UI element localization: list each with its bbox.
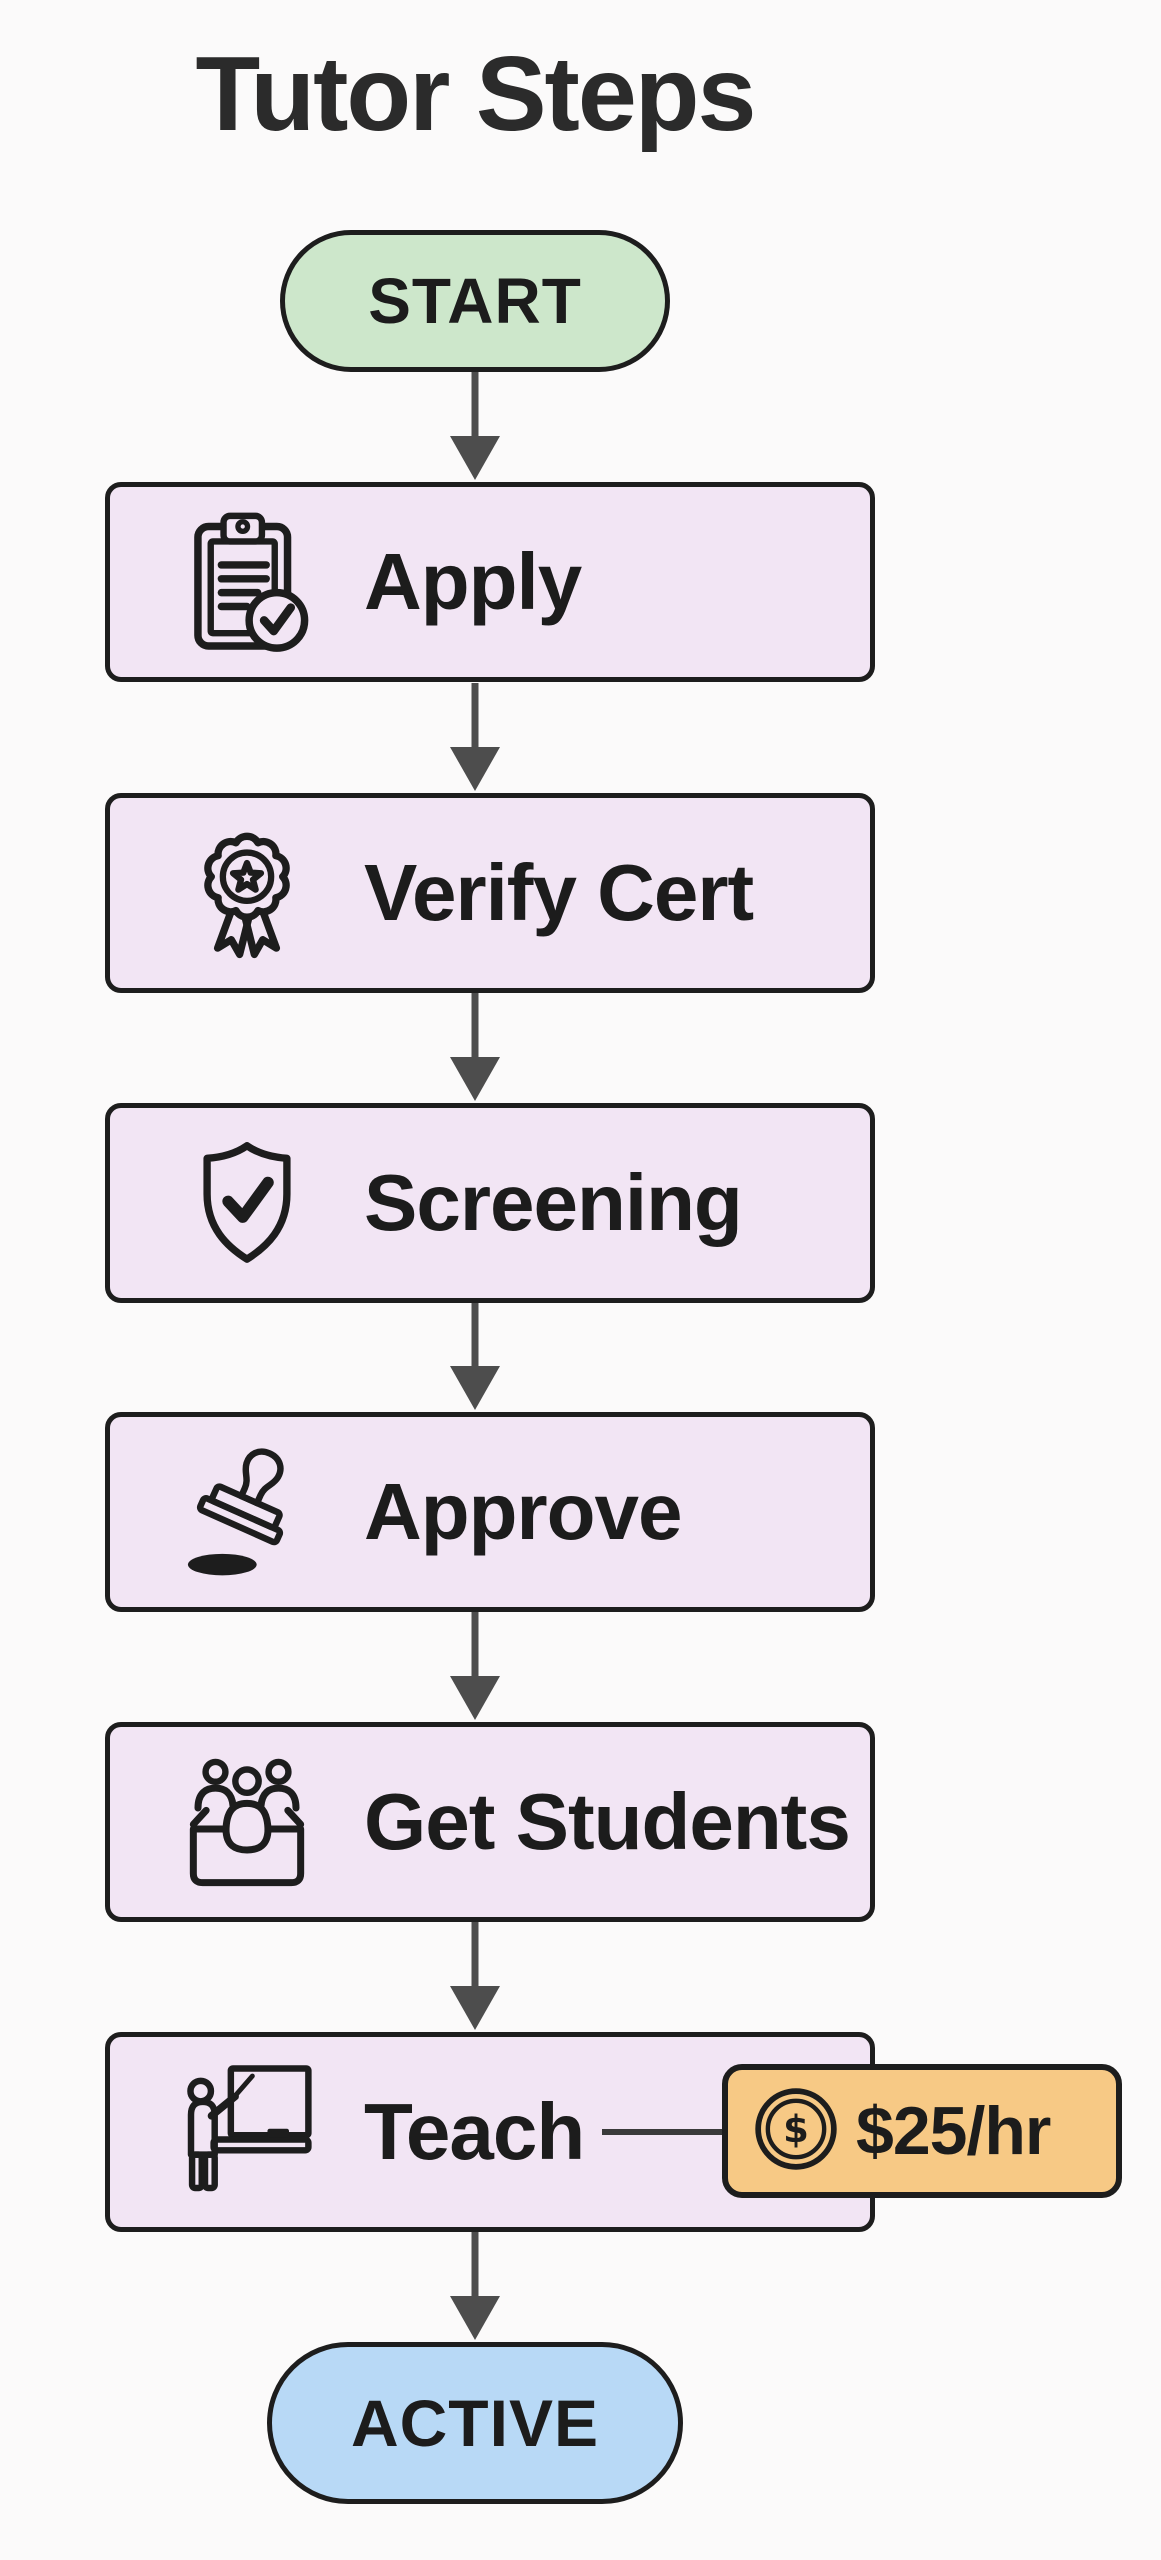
active-label: ACTIVE [350, 2386, 600, 2460]
start-label: START [368, 265, 582, 337]
teach-rate-connector [602, 2129, 730, 2135]
flow-arrow-2 [450, 683, 500, 791]
flow-arrow-6 [450, 1922, 500, 2030]
page-title: Tutor Steps [195, 35, 756, 153]
flow-arrow-5 [450, 1612, 500, 1720]
flow-arrow-7 [450, 2232, 500, 2340]
teacher-board-icon [168, 2062, 326, 2202]
step-approve: Approve [105, 1412, 875, 1612]
step-label: Apply [364, 537, 582, 626]
active-node: ACTIVE [267, 2342, 683, 2504]
step-apply: Apply [105, 482, 875, 682]
step-screening: Screening [105, 1103, 875, 1303]
flow-arrow-3 [450, 993, 500, 1101]
step-verify-cert: Verify Cert [105, 793, 875, 993]
start-node: START [280, 230, 670, 372]
students-inbox-icon [168, 1752, 326, 1892]
flow-arrow-4 [450, 1302, 500, 1410]
flow-arrow-1 [450, 372, 500, 480]
rate-callout: $ $25/hr [722, 2064, 1122, 2198]
clipboard-check-icon [168, 507, 326, 657]
rate-label: $25/hr [856, 2093, 1051, 2169]
certificate-medal-icon [168, 820, 326, 967]
svg-text:$: $ [783, 2108, 809, 2151]
step-get-students: Get Students [105, 1722, 875, 1922]
step-label: Verify Cert [364, 848, 754, 937]
step-label: Screening [364, 1158, 743, 1247]
stamp-icon [168, 1440, 326, 1585]
shield-check-icon [168, 1135, 326, 1272]
step-label: Teach [364, 2087, 585, 2176]
dollar-coin-icon: $ [752, 2085, 840, 2178]
step-label: Approve [364, 1467, 682, 1556]
step-label: Get Students [364, 1777, 851, 1866]
